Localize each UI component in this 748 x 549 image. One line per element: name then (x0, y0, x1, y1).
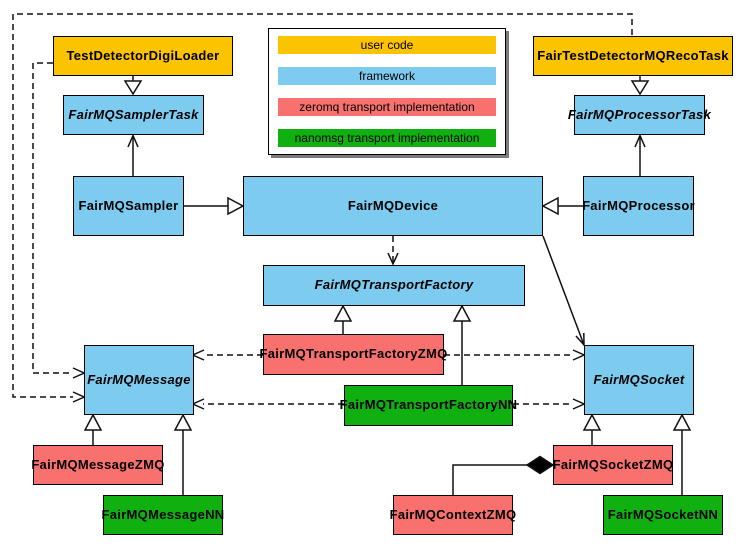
legend-item-framework: framework (278, 67, 496, 85)
class-box-fairmqmessagenn: FairMQMessageNN (102, 495, 224, 535)
class-box-fairmqprocessor: FairMQProcessor (582, 176, 695, 236)
edge-factoryzmq-to-factory (333, 304, 353, 334)
class-box-fairmqtransportfactorynn: FairMQTransportFactoryNN (340, 385, 517, 426)
edge-processor-to-processortask (634, 133, 646, 176)
edge-messagezmq-to-message (83, 413, 103, 445)
edge-sampler-to-device (184, 196, 245, 216)
class-box-fairtestdetectormqrecotask: FairTestDetectorMQRecoTask (533, 36, 733, 76)
edge-recotask-to-message (12, 13, 633, 398)
class-box-fairmqsampler: FairMQSampler (73, 176, 184, 236)
class-box-fairmqmessagezmq: FairMQMessageZMQ (31, 445, 164, 485)
edge-messagenn-to-message (173, 413, 193, 495)
class-box-fairmqtransportfactoryzmq: FairMQTransportFactoryZMQ (259, 334, 447, 375)
edge-socketnn-to-socket (672, 413, 692, 495)
class-box-fairmqsocketnn: FairMQSocketNN (603, 495, 723, 535)
edge-contextzmq-to-socketzmq (452, 455, 555, 495)
class-box-fairmqsocket: FairMQSocket (584, 345, 694, 415)
class-box-fairmqprocessortask: FairMQProcessorTask (568, 95, 711, 135)
legend-item-user-code: user code (278, 36, 496, 54)
edge-digiloader-to-message (32, 62, 73, 374)
legend-item-zeromq-transport: zeromq transport implementation (278, 98, 496, 116)
edge-device-to-socket (542, 235, 585, 348)
class-box-fairmqmessage: FairMQMessage (84, 345, 194, 415)
edge-processor-to-device (541, 196, 583, 216)
class-box-fairmqdevice: FairMQDevice (243, 176, 543, 236)
legend: user code framework zeromq transport imp… (268, 28, 506, 155)
legend-item-nanomsg-transport: nanomsg transport implementation (278, 129, 496, 147)
edge-recotask-to-processortask (630, 76, 650, 96)
class-box-testdetectordigiloader: TestDetectorDigiLoader (53, 36, 233, 76)
class-box-fairmqcontextzmq: FairMQContextZMQ (390, 495, 516, 535)
edge-socketzmq-to-socket (582, 413, 602, 445)
edge-sampler-to-samplertask (127, 133, 139, 176)
edge-digiloader-to-samplertask (123, 76, 143, 96)
class-box-fairmqsocketzmq: FairMQSocketZMQ (553, 445, 673, 485)
edge-factorynn-to-factory (452, 304, 472, 385)
class-box-fairmqtransportfactory: FairMQTransportFactory (263, 265, 525, 306)
class-box-fairmqsamplertask: FairMQSamplerTask (63, 95, 204, 135)
